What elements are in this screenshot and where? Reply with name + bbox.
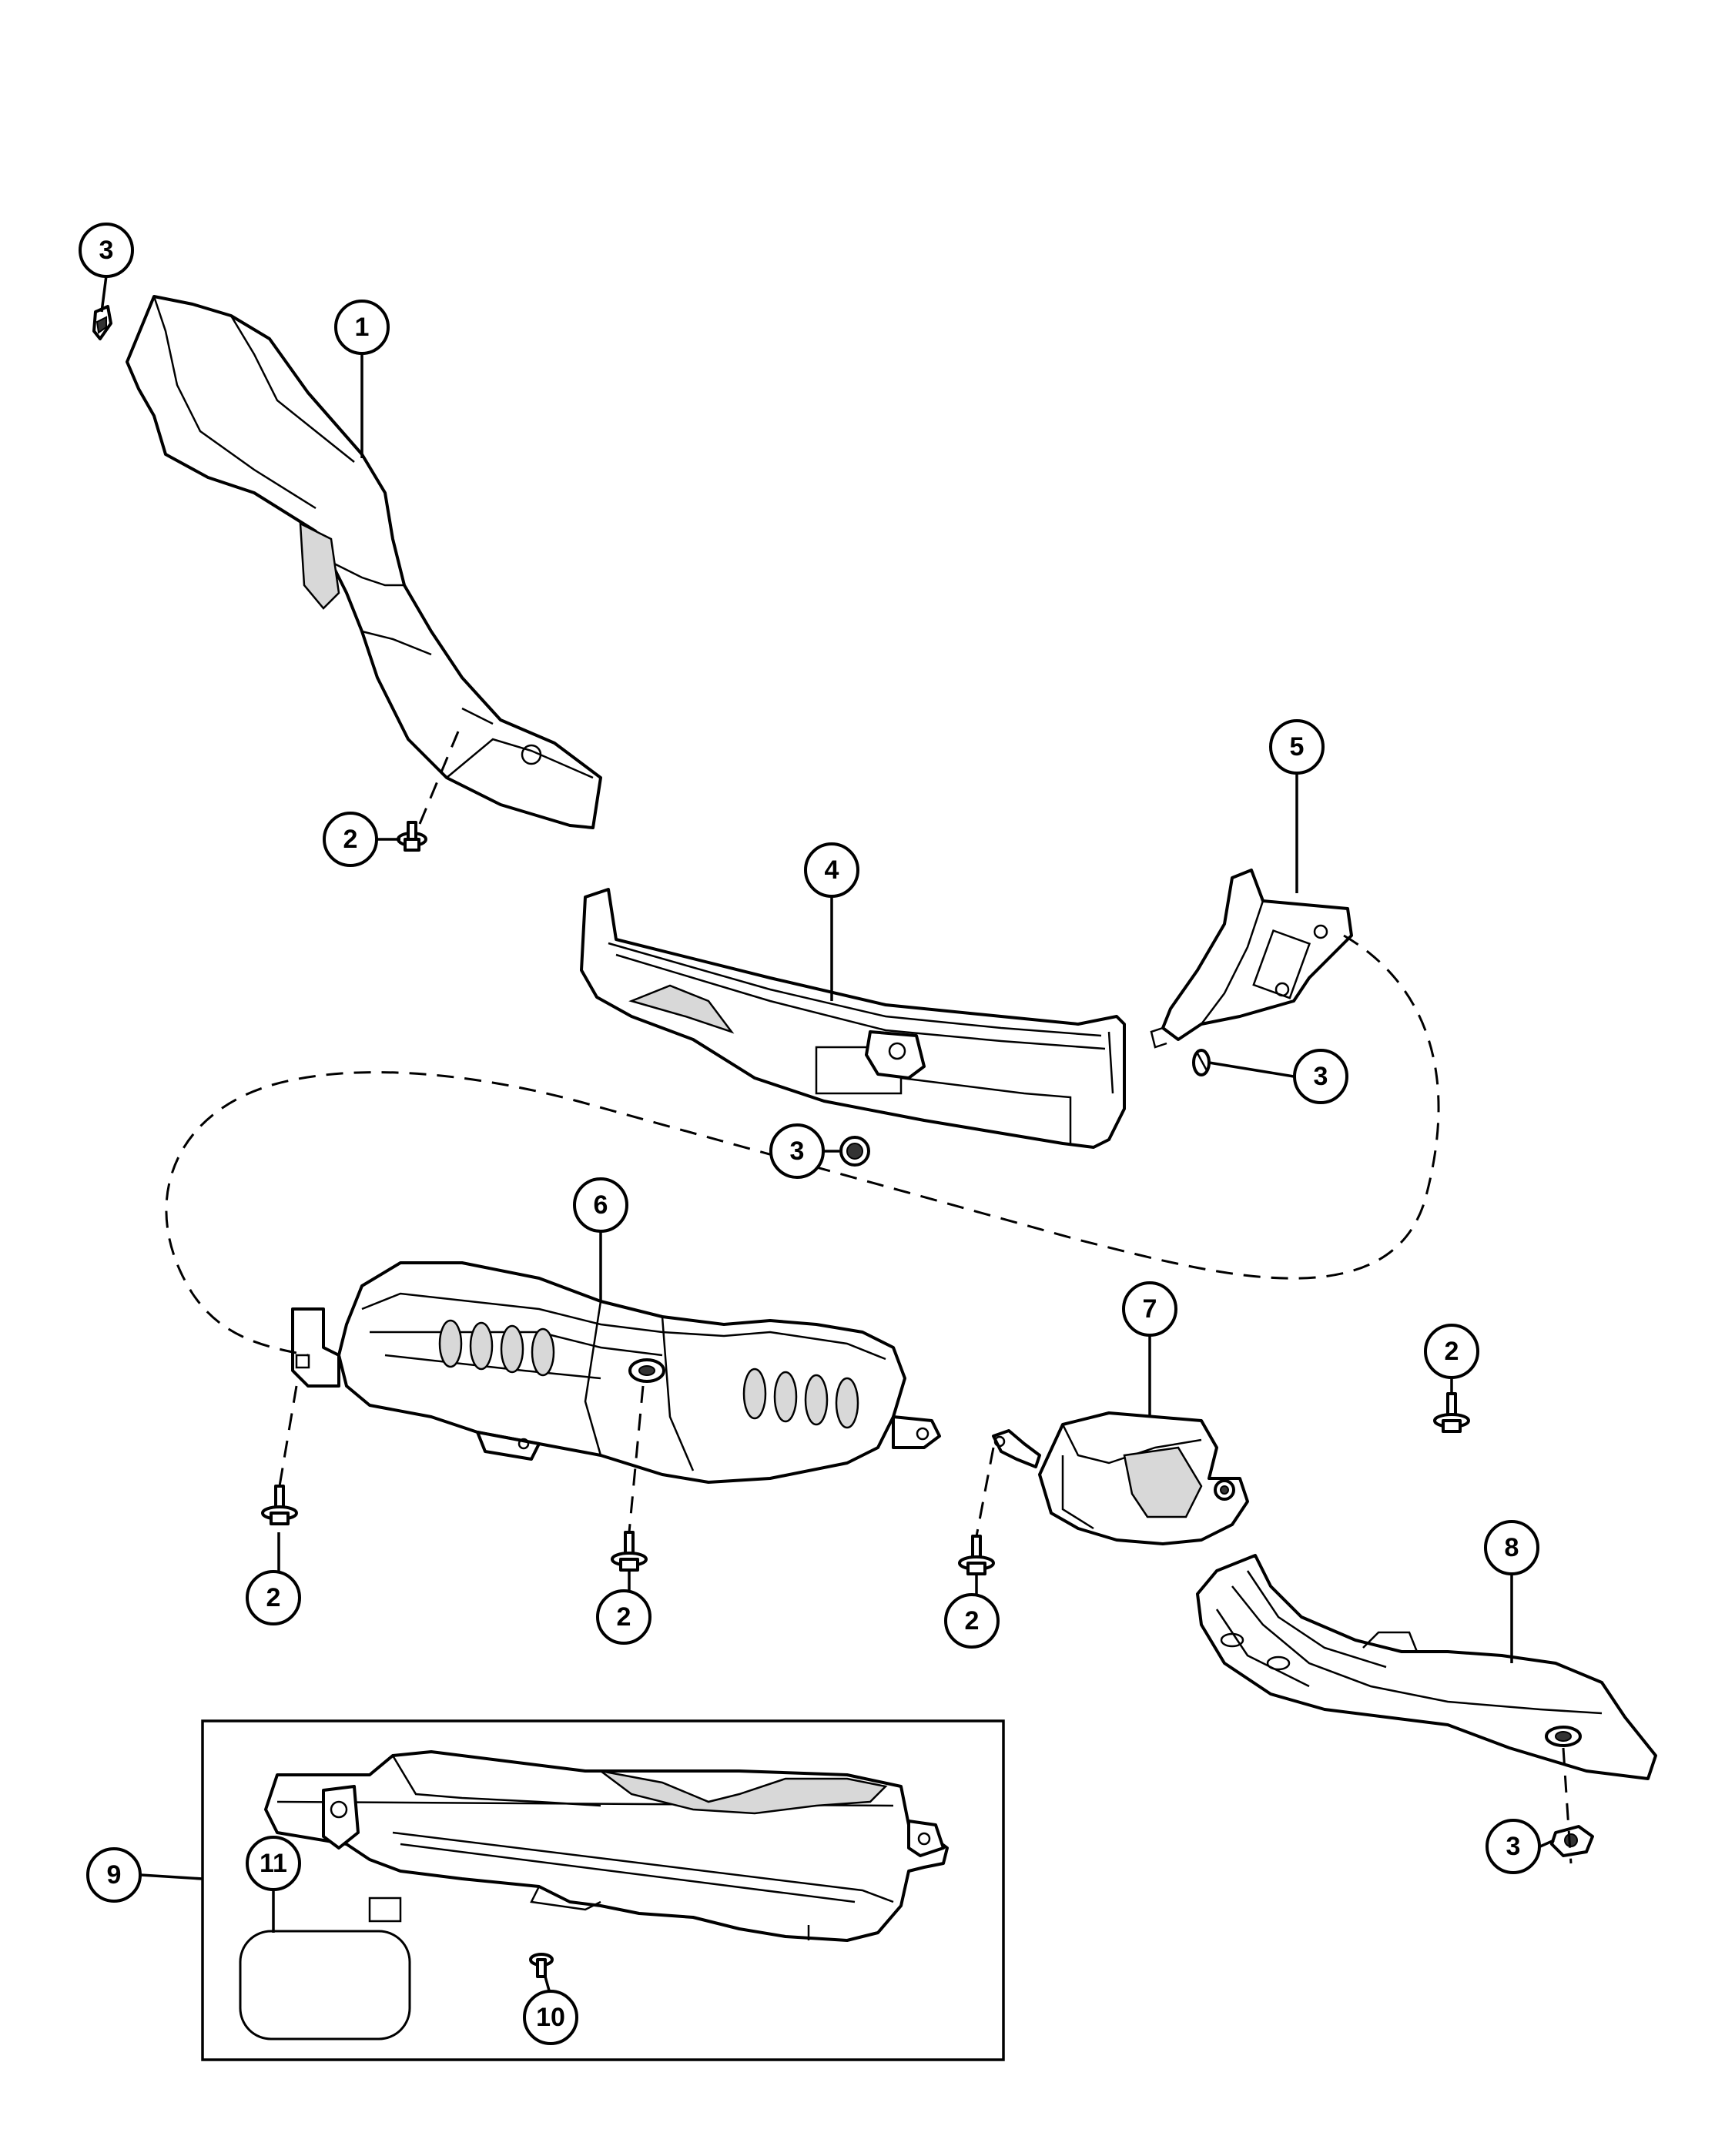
callout-label: 3 xyxy=(99,236,114,265)
callout-6: 6 xyxy=(573,1177,628,1233)
callout-11: 11 xyxy=(246,1836,301,1891)
callout-label: 3 xyxy=(1314,1062,1328,1091)
fastener-bolt-2c xyxy=(611,1531,648,1572)
callout-1: 1 xyxy=(334,300,390,355)
part-7-heat-shield xyxy=(992,1411,1249,1545)
callout-3-part5: 3 xyxy=(1293,1049,1348,1104)
callout-label: 2 xyxy=(266,1583,281,1612)
part-5-bracket xyxy=(1150,869,1353,1049)
part-4-heat-shield xyxy=(580,888,1126,1149)
callout-label: 11 xyxy=(260,1849,287,1878)
part-8-heat-shield xyxy=(1196,1554,1657,1780)
fastener-bolt-2a xyxy=(397,821,427,852)
callout-2-part7: 2 xyxy=(944,1593,1000,1649)
callout-label: 2 xyxy=(965,1606,980,1635)
callout-label: 2 xyxy=(343,825,358,854)
fastener-clip-3c xyxy=(1192,1049,1211,1076)
callout-2-part6-left: 2 xyxy=(246,1570,301,1625)
callout-label: 4 xyxy=(825,855,839,885)
callout-3-top-left: 3 xyxy=(79,223,134,278)
part-9-group-box xyxy=(201,1719,1005,2061)
callout-label: 8 xyxy=(1505,1533,1519,1562)
callout-label: 3 xyxy=(1506,1832,1521,1861)
part-1-heat-shield xyxy=(126,295,602,829)
callout-label: 7 xyxy=(1143,1294,1157,1324)
callout-label: 1 xyxy=(355,313,370,342)
callout-10: 10 xyxy=(523,1990,578,2045)
dashed-guide-lines xyxy=(165,731,1573,1864)
callout-9: 9 xyxy=(86,1847,142,1903)
callout-4: 4 xyxy=(804,842,859,898)
callout-label: 10 xyxy=(536,2003,565,2032)
fastener-clip-3a xyxy=(92,305,112,340)
fastener-nut-3b xyxy=(839,1136,870,1167)
callout-8: 8 xyxy=(1484,1520,1539,1575)
callout-5: 5 xyxy=(1269,719,1325,775)
part-11-label-plate xyxy=(239,1930,411,2040)
callout-3-part4: 3 xyxy=(769,1123,825,1179)
fastener-nut-3d xyxy=(1550,1825,1594,1857)
callout-7: 7 xyxy=(1122,1281,1177,1337)
fastener-bolt-2b xyxy=(261,1485,298,1525)
callout-label: 2 xyxy=(617,1602,631,1632)
callout-2-right: 2 xyxy=(1424,1324,1479,1379)
callout-2-part6-center: 2 xyxy=(596,1589,651,1645)
callout-label: 3 xyxy=(790,1137,805,1166)
fastener-bolt-2e xyxy=(1433,1392,1470,1433)
fastener-bolt-2d xyxy=(958,1535,995,1575)
part-6-heat-shield xyxy=(291,1261,941,1484)
callout-label: 5 xyxy=(1290,732,1305,762)
callout-3-part8: 3 xyxy=(1486,1819,1541,1874)
callout-label: 2 xyxy=(1445,1337,1459,1366)
leader-lines xyxy=(100,275,1555,1991)
callout-label: 6 xyxy=(594,1190,608,1220)
callout-2-part1: 2 xyxy=(323,812,378,867)
fastener-screw-10 xyxy=(529,1953,554,1978)
callout-label: 9 xyxy=(107,1860,122,1890)
part-9-heat-shield xyxy=(264,1750,949,1942)
